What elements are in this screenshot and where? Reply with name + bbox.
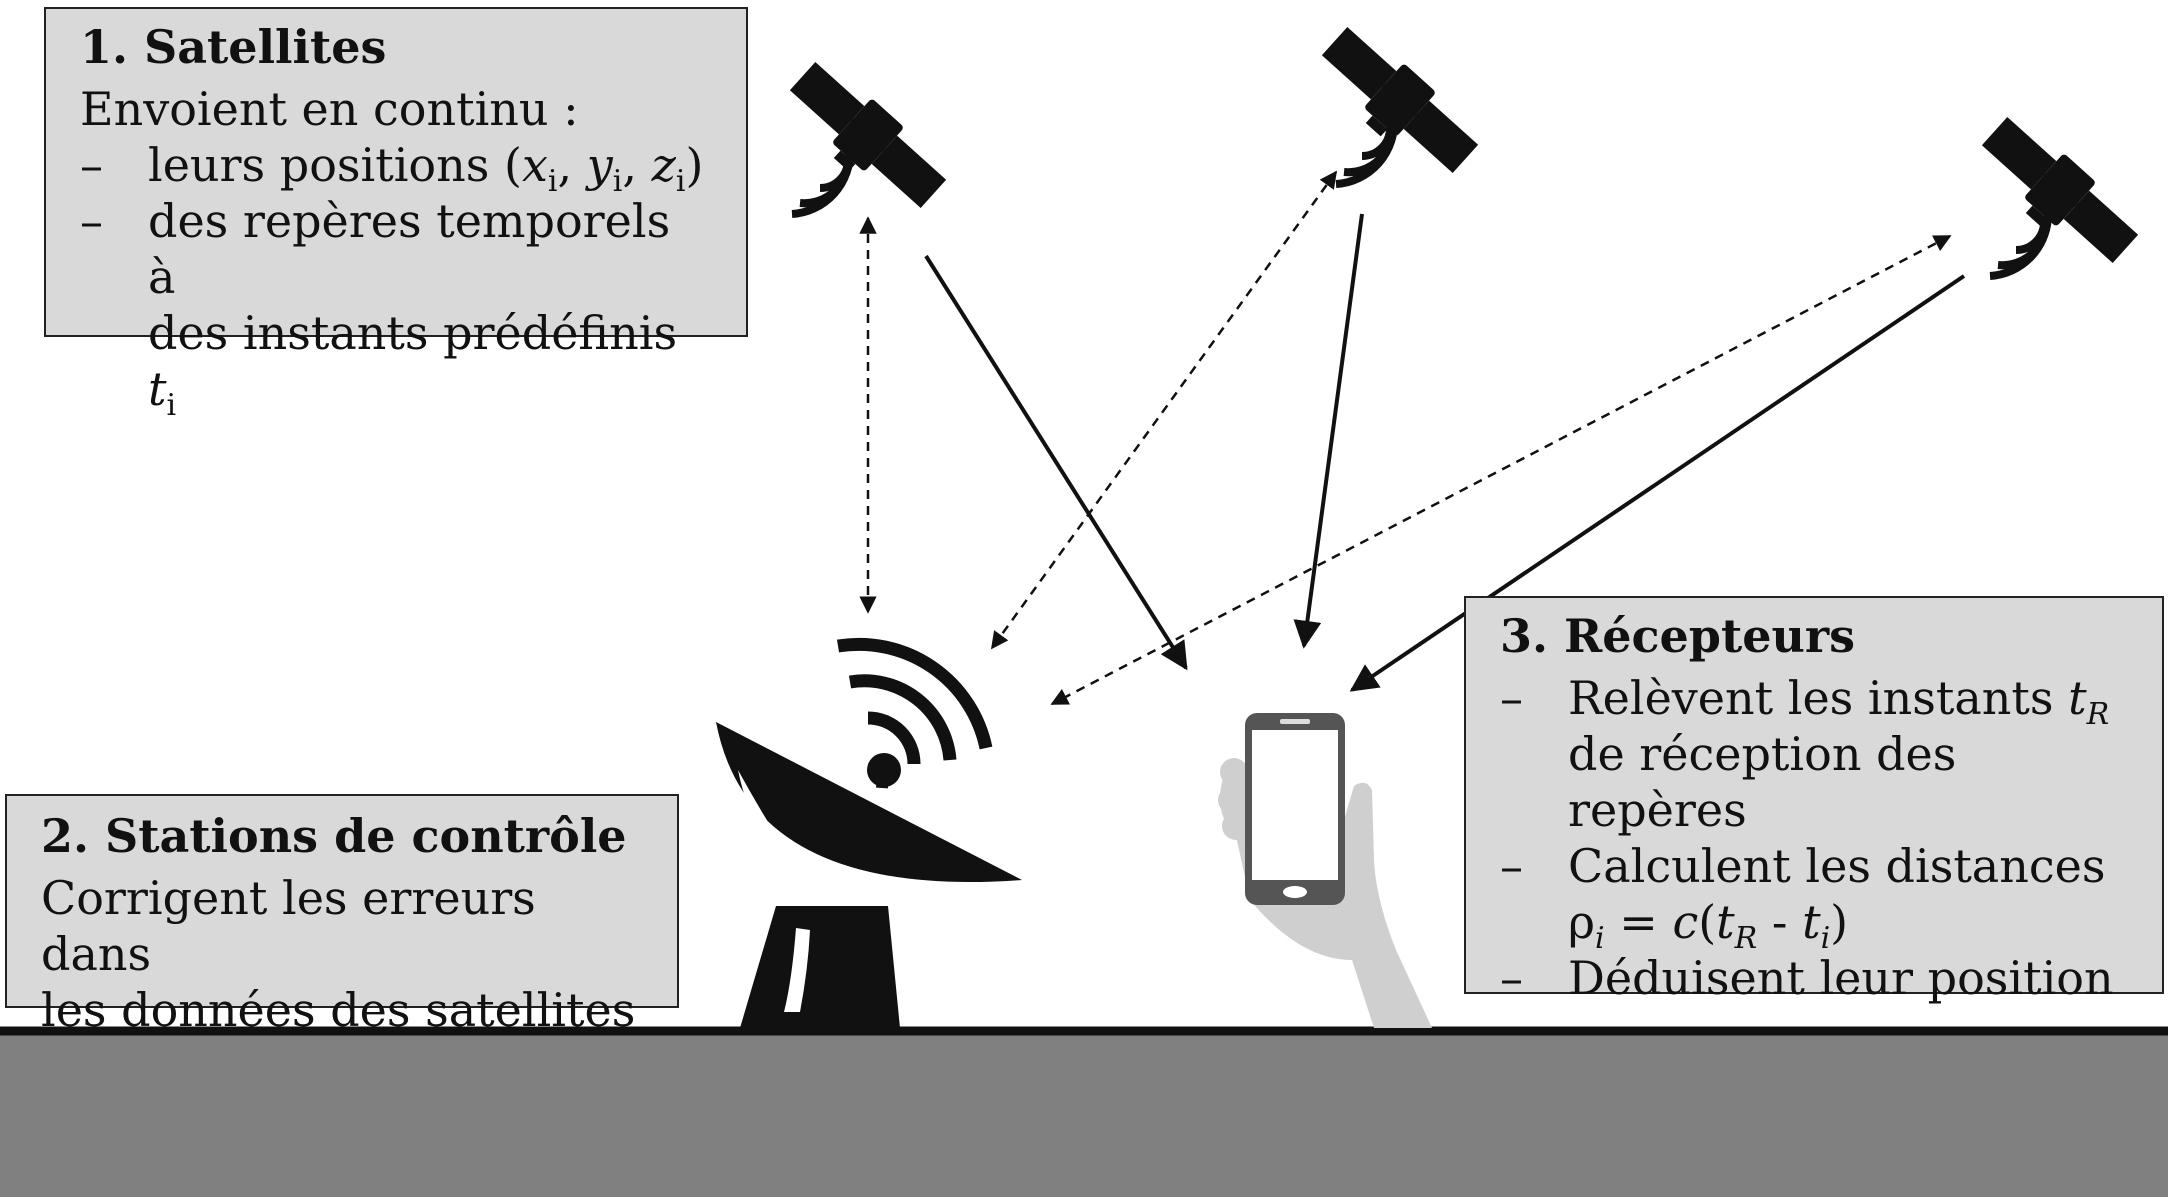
- smartphone-icon: [1245, 713, 1345, 905]
- deduce-position-text: Déduisent leur position: [1568, 951, 2114, 1005]
- list-item: – leurs positions (xi, yi, zi): [80, 137, 712, 200]
- list-dash: –: [80, 138, 103, 192]
- list-dash: –: [1500, 839, 1523, 893]
- list-dash: –: [1500, 671, 1523, 725]
- list-dash: –: [1500, 951, 1523, 1005]
- receivers-title: 3. Récepteurs: [1500, 609, 1856, 663]
- distance-formula: ρi = c(tR - ti): [1568, 895, 1849, 957]
- satellites-intro: Envoient en continu :: [80, 82, 579, 136]
- solid-arrow-sat1-receiver: [924, 254, 1188, 671]
- satellites-title: 1. Satellites: [80, 20, 387, 74]
- receivers-info-box: 3. Récepteurs – Relèvent les instants tR…: [1464, 596, 2164, 1005]
- solid-arrow-sat3-receiver: [1349, 274, 1966, 692]
- signal-waves-icon: [791, 149, 855, 218]
- control-line-2: les données des satellites: [41, 983, 636, 1037]
- dashed-arrow-sat2-station: [990, 170, 1338, 650]
- satellite-icon: [789, 61, 947, 209]
- signal-waves-icon: [1989, 211, 2053, 280]
- satellite-icon: [1981, 116, 2139, 264]
- ground: [0, 1033, 2168, 1197]
- dashed-arrow-sat3-station: [1050, 234, 1952, 706]
- control-line-1: Corrigent les erreurs dans: [41, 871, 536, 981]
- satellites-info-box: 1. Satellites Envoient en continu : – le…: [44, 7, 748, 421]
- solid-arrow-sat2-receiver: [1293, 213, 1364, 649]
- list-dash: –: [80, 194, 103, 248]
- signal-waves-icon: [1335, 117, 1399, 188]
- satellite-dish-icon: [716, 722, 1022, 1028]
- satellite-icon: [1321, 26, 1479, 174]
- positions-line: leurs positions (xi, yi, zi): [148, 138, 704, 200]
- control-stations-info-box: 2. Stations de contrôle Corrigent les er…: [5, 794, 679, 1037]
- control-title: 2. Stations de contrôle: [41, 809, 627, 863]
- signal-waves-icon: [836, 637, 993, 765]
- list-item: – Déduisent leur position: [1500, 950, 2128, 1006]
